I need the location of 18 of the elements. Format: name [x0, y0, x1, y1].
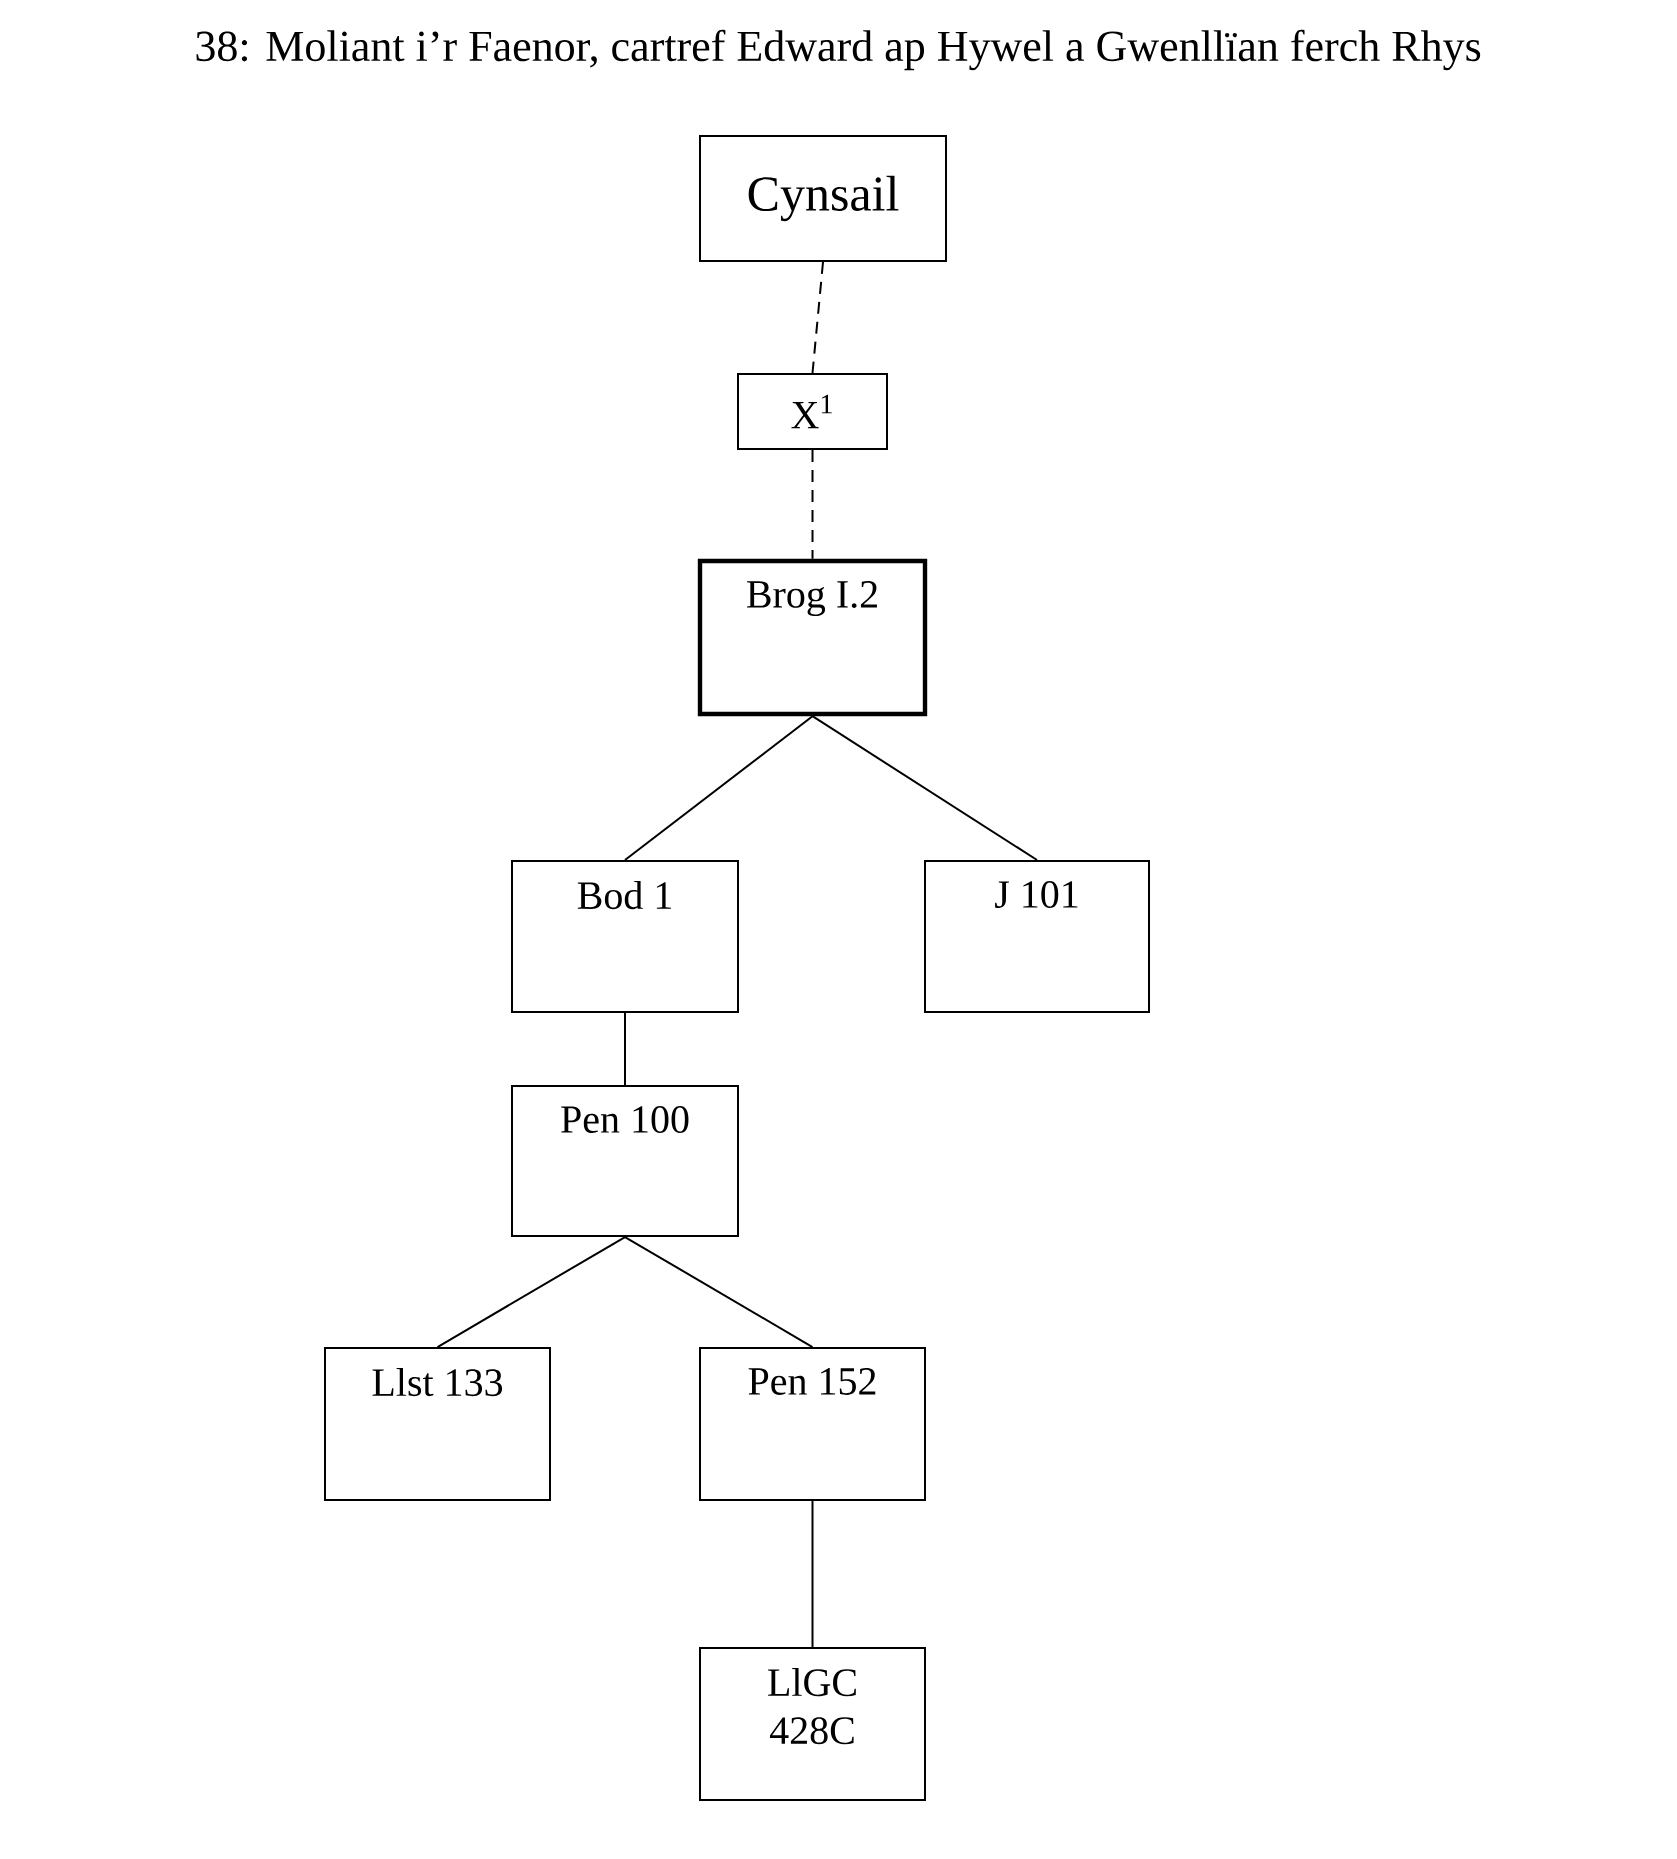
connector-line: [811, 1500, 814, 1648]
manuscript-box: Brog I.2: [697, 558, 928, 717]
dashed-line: [811, 261, 824, 374]
diagram-title: 38: Moliant i’r Faenor, cartref Edward ap Hywel a Gwenllïan ferch Rhys: [196, 29, 1481, 71]
connector-line: [436, 1236, 626, 1348]
connector-line: [811, 715, 1038, 861]
manuscript-box: J 101: [924, 860, 1150, 1013]
dashed-line: [811, 449, 814, 560]
manuscript-box: LlGC 428C: [699, 1647, 926, 1801]
manuscript-box: Cynsail: [699, 135, 947, 262]
manuscript-box: Llst 133: [324, 1347, 551, 1501]
manuscript-box: X$^{1}$: [737, 373, 888, 450]
connector-line: [624, 1236, 814, 1348]
manuscript-box: Bod 1: [511, 860, 739, 1013]
manuscript-box: Pen 152: [699, 1347, 926, 1501]
connector-line: [624, 1012, 626, 1086]
connector-line: [624, 715, 814, 861]
manuscript-box: Pen 100: [511, 1085, 739, 1237]
